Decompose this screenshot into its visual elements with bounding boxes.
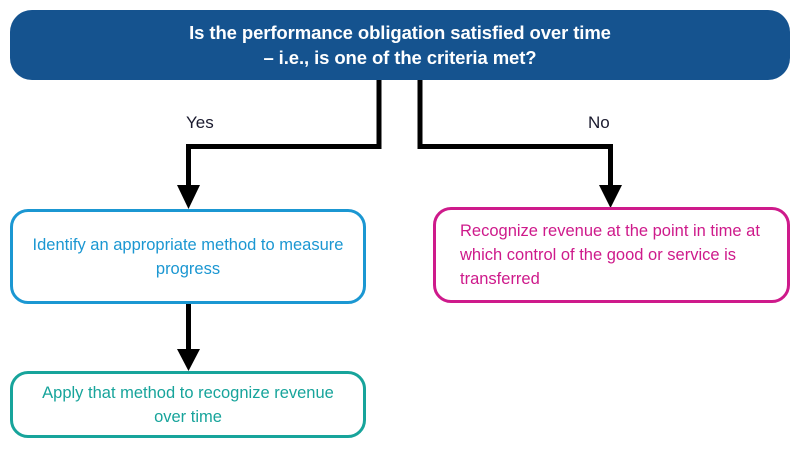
branch-label-yes: Yes (186, 113, 214, 132)
decision-line-2: – i.e., is one of the criteria met? (263, 47, 537, 68)
arrowhead-identify-to-apply (177, 349, 200, 371)
connector-yes-path (186, 80, 382, 186)
decision-box: Is the performance obligation satisfied … (10, 10, 790, 80)
arrowhead-no (599, 185, 622, 208)
node-identify-method-text: Identify an appropriate method to measur… (32, 235, 344, 278)
node-identify-method: Identify an appropriate method to measur… (10, 209, 366, 304)
arrowhead-yes (177, 185, 200, 209)
node-recognize-point-in-time-text: Recognize revenue at the point in time a… (460, 222, 760, 288)
connector-no-path (417, 80, 613, 186)
decision-box-text: Is the performance obligation satisfied … (169, 20, 631, 70)
node-recognize-point-in-time: Recognize revenue at the point in time a… (433, 207, 790, 303)
decision-line-1: Is the performance obligation satisfied … (189, 22, 611, 43)
node-apply-method-text: Apply that method to recognize revenue o… (42, 383, 334, 426)
node-apply-method: Apply that method to recognize revenue o… (10, 371, 366, 438)
branch-label-no: No (588, 113, 610, 132)
